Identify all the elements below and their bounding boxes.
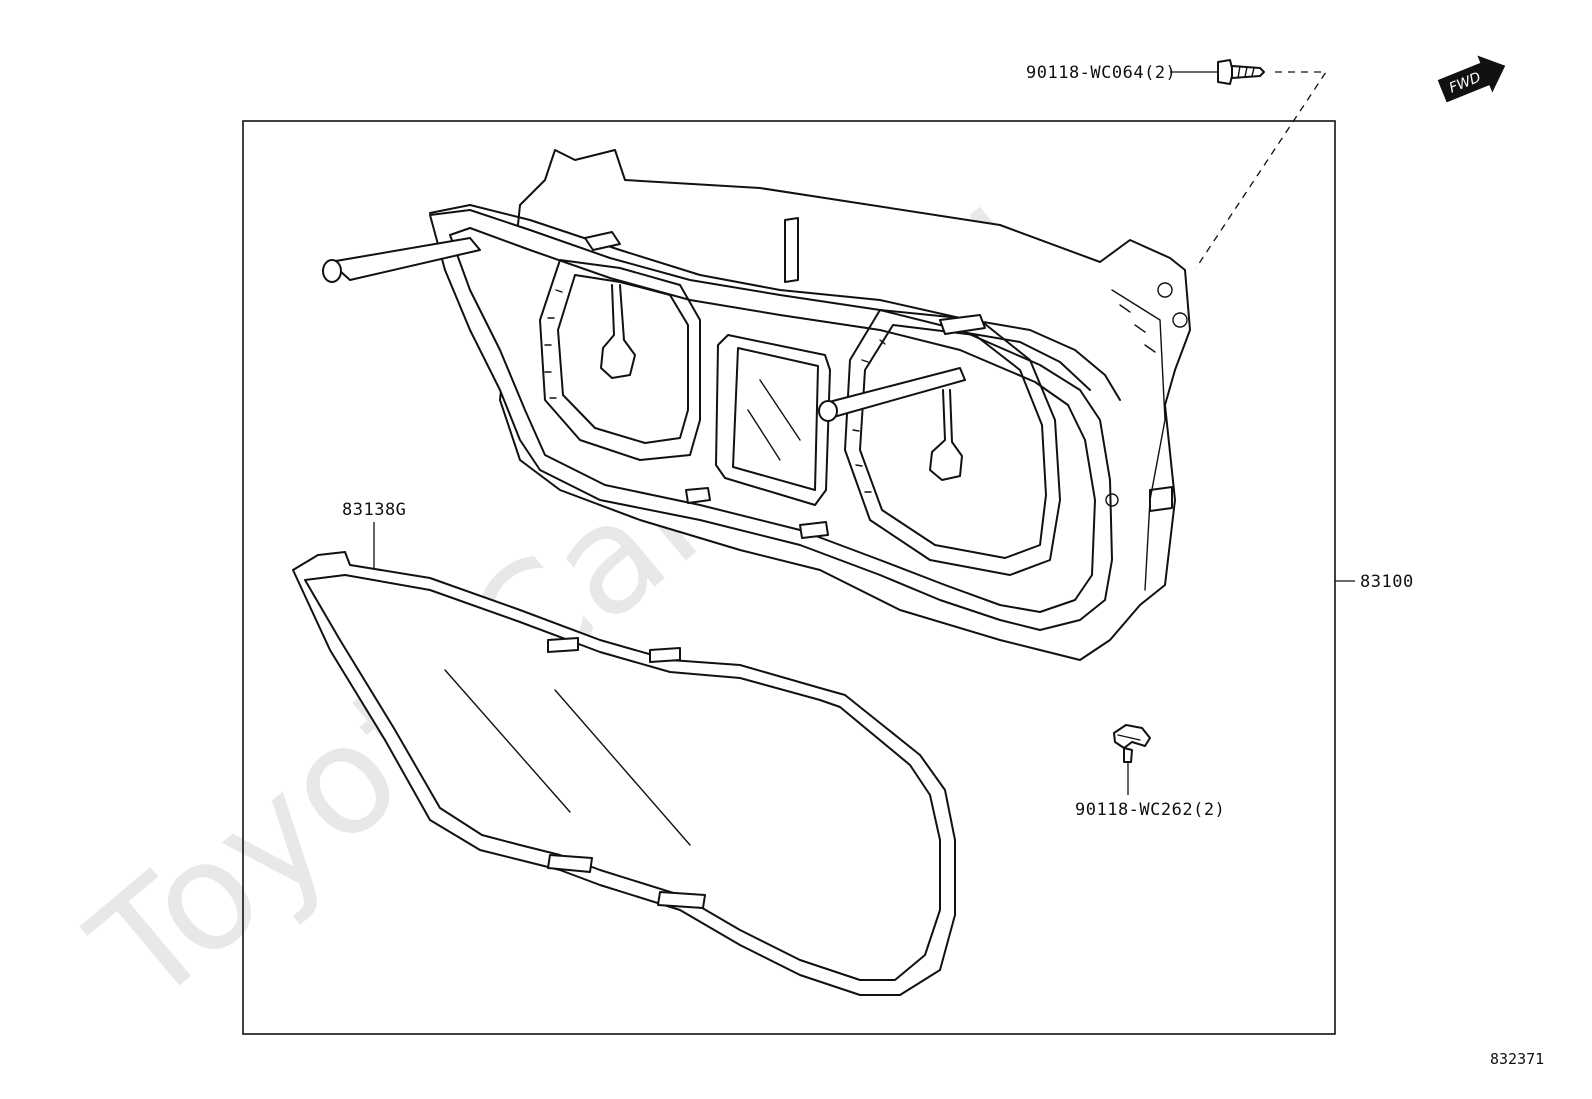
screw-icon	[1217, 59, 1265, 85]
assembly-frame	[242, 120, 1336, 1035]
diagram-number: 832371	[1490, 1050, 1544, 1068]
screw-install-line	[1195, 71, 1328, 269]
clip-icon	[1113, 724, 1151, 763]
screw-part-label: 90118-WC064(2)	[1026, 63, 1176, 83]
meter-assembly	[322, 149, 1191, 661]
lens-part-label: 83138G	[342, 500, 406, 520]
meter-lens	[292, 551, 956, 996]
assembly-part-label: 83100	[1360, 572, 1414, 592]
fwd-arrow-icon: FWD	[1437, 55, 1506, 103]
clip-part-label: 90118-WC262(2)	[1075, 800, 1225, 820]
